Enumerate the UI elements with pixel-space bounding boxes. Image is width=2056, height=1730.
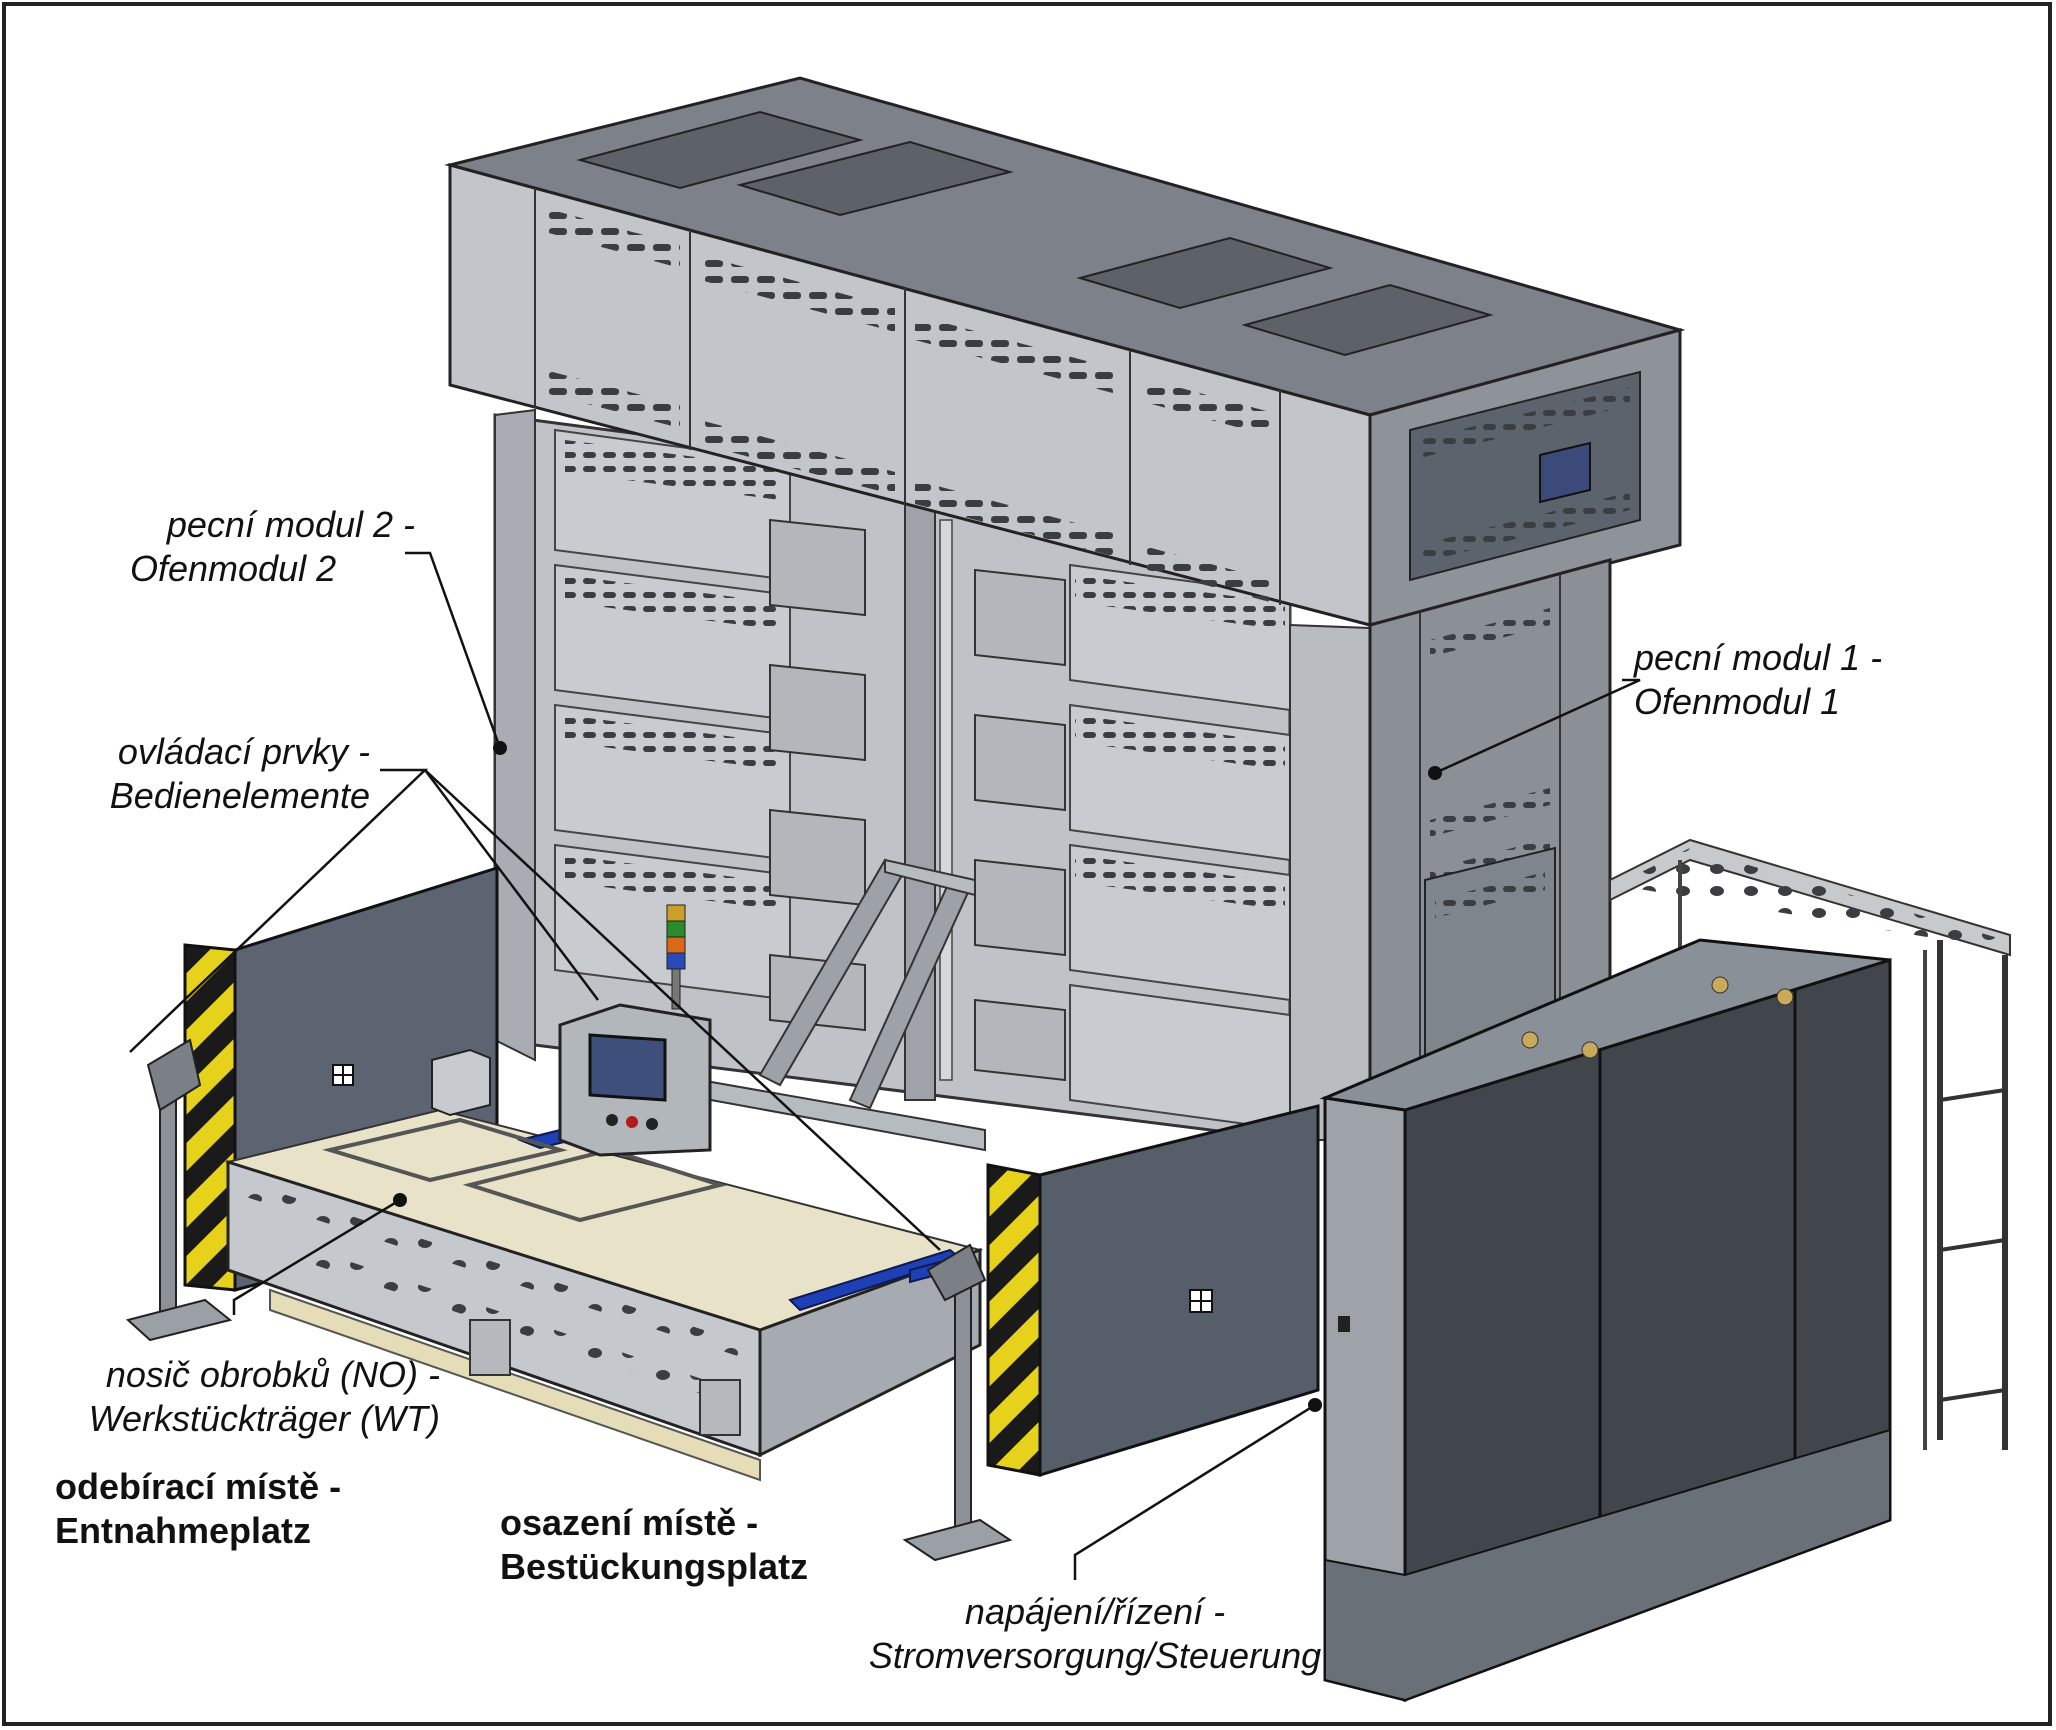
label-controls-de: Bedienelemente [109, 775, 370, 816]
label-loading-place-cz: osazení místě - [500, 1502, 759, 1543]
label-workpiece-carrier: nosič obrobků (NO) - Werkstückträger (WT… [20, 1353, 440, 1441]
label-power-control: napájení/řízení - Stromversorgung/Steuer… [820, 1590, 1370, 1678]
label-removal-place: odebírací místě - Entnahmeplatz [55, 1465, 341, 1553]
label-oven-module-2-de: Ofenmodul 2 [130, 548, 337, 589]
label-oven-module-1-de: Ofenmodul 1 [1634, 681, 1841, 722]
label-loading-place-de: Bestückungsplatz [500, 1546, 809, 1587]
leader-controls-right [424, 769, 941, 1251]
leader-power-control [1073, 1403, 1316, 1580]
label-oven-module-1-cz: pecní modul 1 - [1634, 637, 1883, 678]
label-power-control-de: Stromversorgung/Steuerung [868, 1635, 1322, 1676]
hmi-and-gantry [431, 858, 986, 1157]
label-oven-module-2: pecní modul 2 - Ofenmodul 2 [70, 503, 415, 591]
power-control-cabinet [1319, 938, 1892, 1703]
label-oven-module-2-cz: pecní modul 2 - [166, 504, 415, 545]
label-oven-module-1: pecní modul 1 - Ofenmodul 1 [1634, 636, 1882, 724]
leader-oven-module-2 [405, 551, 502, 749]
label-workpiece-carrier-cz: nosič obrobků (NO) - [105, 1354, 440, 1395]
label-removal-place-cz: odebírací místě - [55, 1466, 342, 1507]
label-loading-place: osazení místě - Bestückungsplatz [500, 1501, 808, 1589]
conveyor-table [224, 1108, 1013, 1562]
label-controls: ovládací prvky - Bedienelemente [50, 730, 370, 818]
label-power-control-cz: napájení/řízení - [964, 1591, 1226, 1632]
label-removal-place-de: Entnahmeplatz [55, 1510, 312, 1551]
oven-module-2 [493, 408, 1292, 1142]
leader-lines [129, 551, 1641, 1580]
label-workpiece-carrier-de: Werkstückträger (WT) [88, 1398, 440, 1439]
leader-oven-module-1 [1434, 678, 1641, 775]
label-controls-cz: ovládací prvky - [117, 731, 370, 772]
leader-controls-hmi [424, 769, 599, 1001]
right-guard [986, 1104, 1322, 1478]
oven-module-1 [1289, 558, 2011, 1450]
top-housing [444, 76, 1686, 627]
leader-workpiece-carrier [232, 1198, 401, 1315]
